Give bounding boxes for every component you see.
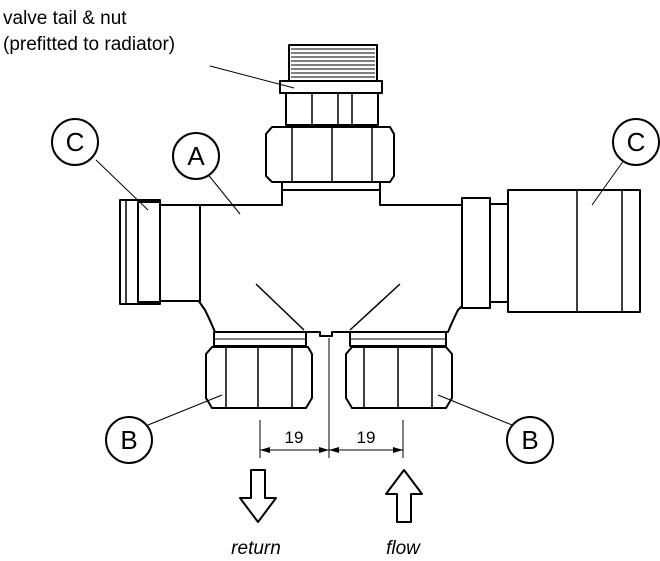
dimension-right-label: 19: [357, 428, 376, 447]
callout-c-left: C: [66, 127, 85, 157]
callout-b-right: B: [521, 425, 538, 455]
bottom-left-nut: [205, 331, 313, 409]
note-line-1: valve tail & nut: [3, 8, 127, 29]
callout-circle-c-right: [612, 118, 660, 166]
return-arrow: [239, 469, 277, 523]
callout-c-right: C: [627, 127, 646, 157]
note-line-2: (prefitted to radiator): [3, 34, 175, 55]
return-label: return: [231, 538, 281, 559]
left-connector: [119, 199, 201, 305]
callout-circle-b-right: [506, 416, 554, 464]
callout-circle-c-left: [51, 118, 99, 166]
callout-b-left: B: [120, 425, 137, 455]
callout-circle-b-left: [105, 416, 153, 464]
flow-arrow: [385, 469, 423, 523]
top-nut: [265, 126, 395, 191]
valve-body: [197, 189, 469, 337]
flow-label: flow: [386, 538, 421, 559]
callout-circle-a: [172, 132, 220, 180]
valve-tail: [279, 44, 383, 126]
bottom-right-nut: [345, 331, 453, 409]
leader-lines: [95, 65, 625, 426]
dimension-left-label: 19: [285, 428, 304, 447]
dimension-lines: [259, 338, 404, 458]
callout-a: A: [187, 141, 205, 171]
right-connector: [461, 189, 641, 313]
